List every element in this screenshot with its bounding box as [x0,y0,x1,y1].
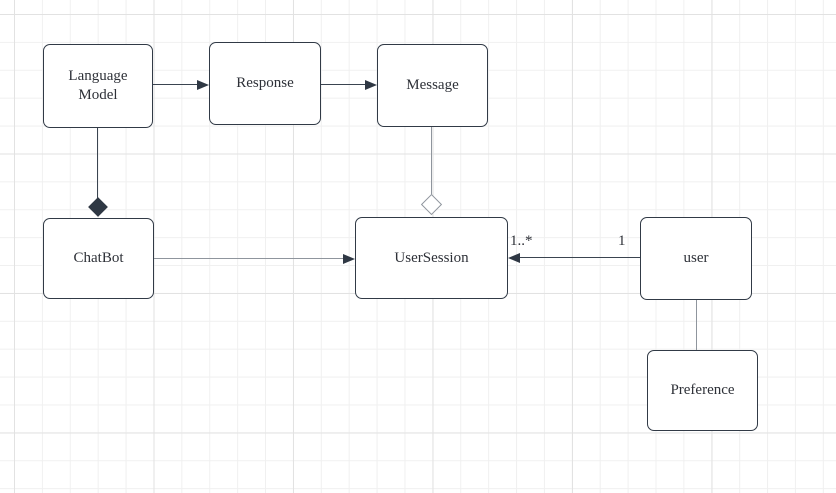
edge-response-message[interactable] [321,84,365,85]
aggregation-diamond-icon [420,193,443,216]
node-language-model[interactable]: Language Model [43,44,153,128]
node-response[interactable]: Response [209,42,321,125]
edge-language-model-chatbot[interactable] [97,128,98,198]
node-label-language-model: Language Model [68,68,128,103]
arrowhead-icon [343,254,355,264]
node-label-user-session: UserSession [394,249,469,266]
edge-message-user-session[interactable] [431,127,432,195]
node-message[interactable]: Message [377,44,488,127]
node-label-response: Response [236,75,294,91]
edge-language-model-response[interactable] [153,84,198,85]
edge-chatbot-user-session[interactable] [154,258,343,259]
node-chatbot[interactable]: ChatBot [43,218,154,299]
arrowhead-icon [197,80,209,90]
node-user[interactable]: user [640,217,752,300]
node-label-chatbot: ChatBot [73,250,124,266]
multiplicity-label-user-session-end[interactable]: 1..* [510,233,533,249]
arrowhead-icon [365,80,377,90]
edge-user-user-session[interactable] [520,257,640,258]
arrowhead-icon [508,253,520,263]
composition-diamond-icon [88,197,108,217]
node-label-message: Message [406,77,459,93]
node-user-session[interactable]: UserSession [355,217,508,299]
node-preference[interactable]: Preference [647,350,758,431]
edge-user-preference[interactable] [696,300,697,350]
multiplicity-label-user-end[interactable]: 1 [618,233,626,249]
node-label-user: user [683,250,709,266]
node-label-preference: Preference [670,382,735,398]
